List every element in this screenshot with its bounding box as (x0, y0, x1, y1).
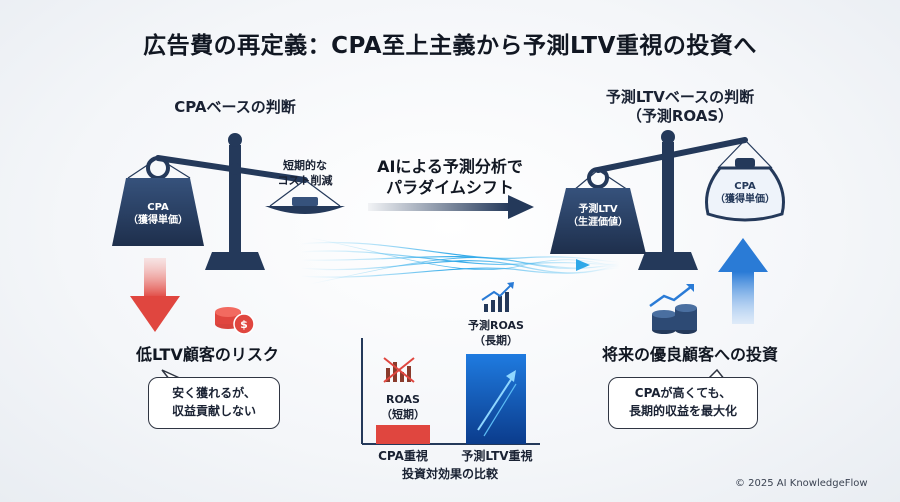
paradigm-shift-label: AIによる予測分析で パラダイムシフト (377, 157, 523, 197)
bar1-label: ROAS （短期） (381, 393, 425, 421)
blue-bar (466, 354, 526, 444)
page-title: 広告費の再定義：CPA至上主義から予測LTV重視の投資へ (143, 33, 757, 59)
bar2-category: 予測LTV重視 (461, 449, 533, 463)
down-arrow-icon (130, 258, 180, 332)
cpa-bag-label: CPA （獲得単価） (715, 181, 775, 205)
coins-icon: $ (215, 307, 255, 335)
comparison-caption: 投資対効果の比較 (401, 467, 498, 481)
stream-arrowhead-icon (576, 259, 590, 271)
paradigm-shift-arrow-icon (368, 195, 534, 219)
future-customer-investment-heading: 将来の優良顧客への投資 (602, 345, 779, 364)
svg-text:$: $ (240, 318, 248, 331)
declining-chart-icon (383, 357, 415, 383)
low-ltv-risk-heading: 低LTV顧客のリスク (136, 345, 279, 364)
short-term-cost-label: 短期的な コスト削減 (277, 159, 333, 187)
bar1-category: CPA重視 (378, 449, 428, 463)
growth-coins-icon (649, 284, 697, 334)
right-balance-scale (573, 130, 773, 270)
left-heading: CPAベースの判断 (174, 98, 296, 116)
cpa-bag-icon (705, 158, 785, 222)
cpa-weight-icon (112, 156, 204, 246)
red-bar (376, 425, 430, 444)
cpa-weight-label: CPA （獲得単価） (128, 202, 188, 226)
data-stream-lines (299, 237, 621, 285)
left-balance-scale (127, 133, 345, 270)
right-speech-bubble: CPAが高くても、 長期的収益を最大化 (608, 377, 758, 429)
predicted-ltv-weight-icon (550, 167, 646, 254)
bar2-label: 予測ROAS （長期） (468, 319, 524, 347)
left-speech-bubble: 安く獲れるが、 収益貢献しない (148, 377, 280, 429)
copyright-footer: © 2025 AI KnowledgeFlow (735, 478, 868, 489)
right-heading: 予測LTVベースの判断 （予測ROAS） (605, 88, 755, 125)
predicted-ltv-weight-label: 予測LTV （生涯価値） (568, 204, 628, 228)
rising-chart-icon (481, 282, 514, 312)
up-arrow-icon (718, 238, 768, 324)
